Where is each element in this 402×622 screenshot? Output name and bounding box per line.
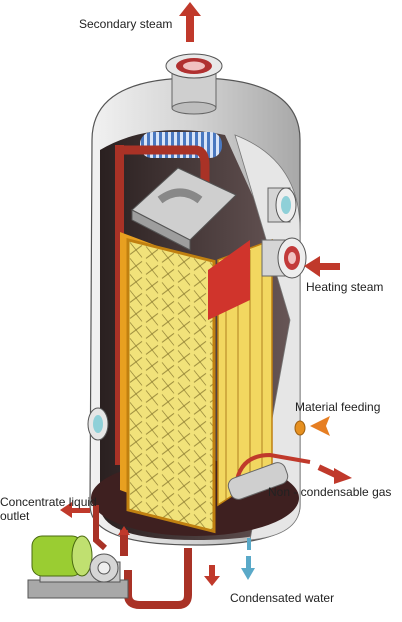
upper-side-nozzle: [267, 187, 297, 223]
heating-steam-nozzle: [261, 237, 307, 279]
secondary-steam-arrow: [179, 2, 201, 42]
label-non-condensable-gas: Non - condensable gas: [268, 485, 392, 499]
distribution-box: [131, 167, 237, 251]
label-concentrate-liquid-outlet: Concentrate liquid outlet: [0, 495, 97, 523]
steam-baffle: [208, 240, 250, 320]
discharge-piping: [93, 505, 192, 609]
label-condensated-water: Condensated water: [230, 591, 335, 605]
plate-pack: [120, 232, 273, 534]
label-heating-steam: Heating steam: [306, 280, 384, 294]
left-side-nozzle: [87, 407, 109, 441]
label-material-feeding: Material feeding: [295, 400, 381, 414]
heating-steam-arrow: [304, 256, 340, 277]
condensated-water-arrows: [204, 538, 255, 586]
label-secondary-steam: Secondary steam: [79, 17, 173, 31]
top-nozzle: [165, 53, 223, 115]
non-condensable-gas-arrow: [317, 464, 352, 484]
lower-pipes: [227, 420, 311, 500]
internal-pipe: [115, 145, 210, 465]
circulation-pump: [27, 535, 129, 599]
concentrate-outlet-arrow: [60, 502, 90, 518]
material-feeding-arrow: [310, 416, 330, 436]
